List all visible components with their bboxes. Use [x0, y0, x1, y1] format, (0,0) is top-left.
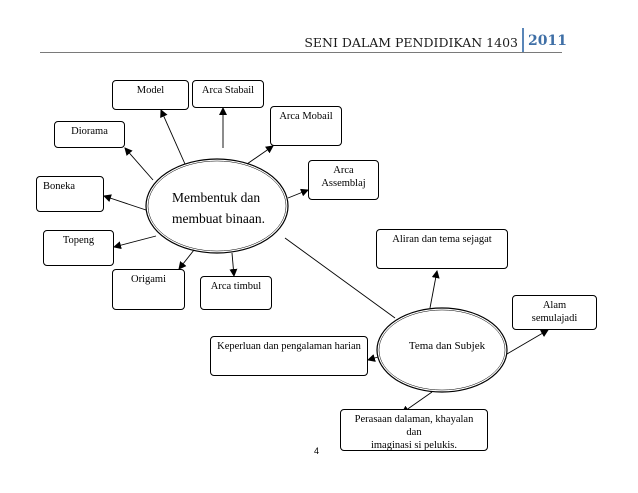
box-arca-timbul: Arca timbul	[200, 276, 272, 310]
box-keperluan-label: Keperluan dan pengalaman harian	[217, 341, 361, 352]
box-model: Model	[112, 80, 189, 110]
sub-ellipse	[376, 307, 508, 393]
arrow-aliran	[429, 270, 440, 309]
arrow-diorama	[124, 147, 154, 181]
header-separator	[522, 28, 524, 52]
sub-node: Tema dan Subjek	[408, 340, 486, 352]
box-model-label: Model	[136, 85, 165, 96]
ellipse-connector	[284, 237, 396, 319]
box-keperluan: Keperluan dan pengalaman harian	[210, 336, 368, 376]
box-arca-mobail-label: Arca Mobail	[279, 111, 333, 122]
box-arca-mobail: Arca Mobail	[270, 106, 342, 146]
box-alam-label: Alam semulajadi	[531, 300, 578, 325]
box-topeng-label: Topeng	[62, 235, 95, 246]
arrow-topeng	[113, 235, 157, 250]
page-number: 4	[314, 446, 320, 456]
header-year: 2011	[528, 33, 567, 49]
box-arca-timbul-label: Arca timbul	[210, 281, 262, 292]
box-aliran-label: Aliran dan tema sejagat	[392, 234, 492, 245]
arrow-boneka	[103, 194, 147, 211]
box-perasaan-line-1: Perasaan dalaman, khayalan dan	[354, 414, 474, 439]
box-arca-stabail-label: Arca Stabail	[201, 85, 255, 96]
box-arca-assemblaj-line-2: Assemblaj	[321, 178, 366, 190]
arrow-alam	[506, 329, 549, 355]
main-node-line-1: Membentuk dan	[172, 190, 261, 205]
box-arca-stabail: Arca Stabail	[192, 80, 264, 108]
box-alam: Alam semulajadi	[512, 295, 597, 330]
main-ellipse-inner	[147, 160, 287, 252]
box-boneka-label: Boneka	[43, 181, 76, 192]
arrow-arca-timbul	[229, 252, 238, 277]
arrow-arca-mobail	[246, 145, 274, 165]
box-origami-label: Origami	[131, 274, 166, 285]
main-node-line-2: membuat binaan.	[172, 210, 265, 226]
sub-ellipse-inner	[378, 309, 506, 391]
box-perasaan: Perasaan dalaman, khayalan dan imaginasi…	[340, 409, 488, 451]
arrow-origami	[178, 249, 195, 270]
main-ellipse	[145, 158, 289, 254]
box-arca-assemblaj-line-1: Arca	[333, 165, 354, 176]
box-aliran: Aliran dan tema sejagat	[376, 229, 508, 269]
box-arca-assemblaj: Arca Assemblaj	[308, 160, 379, 200]
box-perasaan-line-2: imaginasi si pelukis.	[370, 440, 458, 452]
header-rule	[40, 52, 562, 53]
box-origami: Origami	[112, 269, 185, 310]
box-diorama: Diorama	[54, 121, 125, 148]
arrow-keperluan	[367, 354, 379, 362]
arrow-arca-assemblaj	[287, 188, 309, 199]
arrow-model	[160, 109, 186, 165]
box-boneka: Boneka	[36, 176, 104, 212]
box-topeng: Topeng	[43, 230, 114, 266]
box-diorama-label: Diorama	[71, 126, 108, 137]
header-title: SENI DALAM PENDIDIKAN 1403	[304, 35, 518, 50]
main-node: Membentuk dan membuat binaan.	[172, 188, 292, 230]
